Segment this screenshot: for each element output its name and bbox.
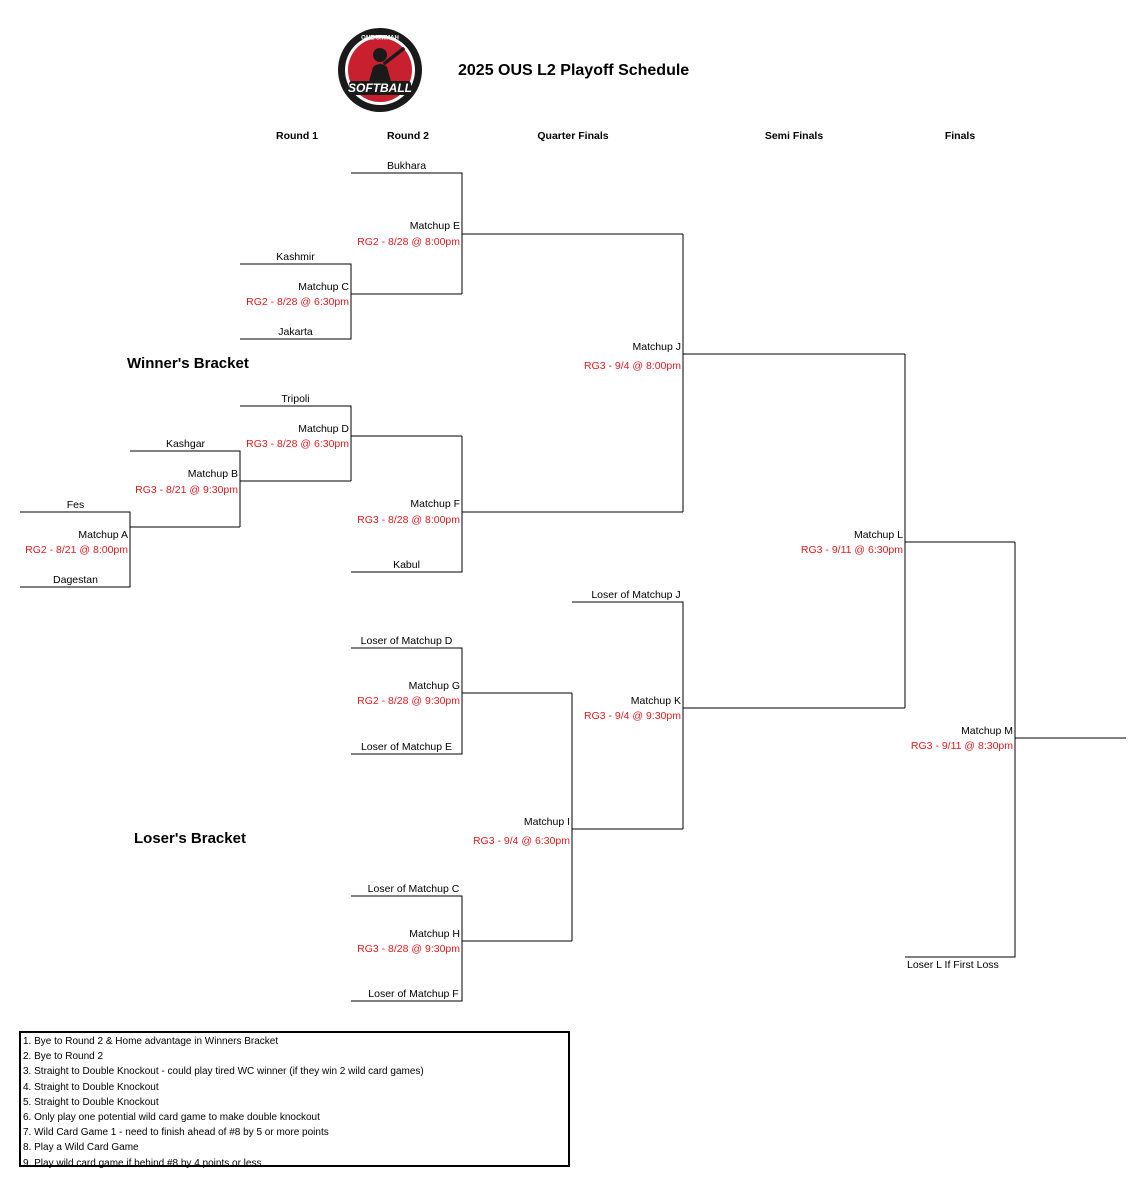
header-round-2: Round 2 [387,130,429,142]
logo-top-text: ONE UMMAH [361,36,399,42]
matchup-l-name: Matchup L [853,529,903,541]
matchup-b-name: Matchup B [187,468,238,480]
matchup-e-name: Matchup E [409,220,460,232]
matchup-k-time: RG3 - 9/4 @ 9:30pm [583,710,681,722]
line-matchup-e [351,172,683,294]
matchup-j-time: RG3 - 9/4 @ 8:00pm [583,360,681,372]
line-matchup-c [240,263,462,340]
matchup-l-time: RG3 - 9/11 @ 6:30pm [800,544,903,556]
note-7: 7. Wild Card Game 1 - need to finish ahe… [23,1127,329,1139]
note-4: 4. Straight to Double Knockout [23,1081,159,1093]
matchup-m-time: RG3 - 9/11 @ 8:30pm [910,740,1013,752]
line-matchup-a [20,511,240,588]
line-matchup-h [351,895,572,1002]
matchup-h-time: RG3 - 8/28 @ 9:30pm [357,943,460,955]
matchup-f-time: RG3 - 8/28 @ 8:00pm [357,514,460,526]
line-matchup-l [904,354,1015,708]
team-loser-of-matchup-c: Loser of Matchup C [367,883,460,895]
team-loser-l-if-first-loss: Loser L If First Loss [907,959,999,971]
note-8: 8. Play a Wild Card Game [23,1142,139,1154]
winners-bracket-label: Winner's Bracket [127,355,249,372]
header-finals: Finals [944,130,976,142]
matchup-m-name: Matchup M [961,725,1013,737]
matchup-g-time: RG2 - 8/28 @ 9:30pm [357,695,460,707]
softball-logo: SOFTBALL ONE UMMAH [338,28,422,112]
header-semi-finals: Semi Finals [764,130,824,142]
matchup-i-name: Matchup I [523,816,570,828]
matchup-h-name: Matchup H [409,928,460,940]
matchup-g-name: Matchup G [408,680,460,692]
team-loser-of-matchup-f: Loser of Matchup F [368,988,459,1000]
matchup-i-time: RG3 - 9/4 @ 6:30pm [472,835,570,847]
matchup-a-time: RG2 - 8/21 @ 8:00pm [25,544,128,556]
logo-main-text: SOFTBALL [348,81,412,95]
matchup-j-name: Matchup J [632,341,681,353]
team-bukhara: Bukhara [386,160,427,172]
losers-bracket-label: Loser's Bracket [134,830,246,847]
matchup-d-time: RG3 - 8/28 @ 6:30pm [246,438,349,450]
matchup-a-name: Matchup A [78,529,128,541]
matchup-c-name: Matchup C [298,281,349,293]
team-loser-of-matchup-j: Loser of Matchup J [591,589,681,601]
line-matchup-i [571,693,683,941]
line-matchup-f [351,436,683,573]
line-matchup-b [130,450,351,527]
team-loser-of-matchup-e: Loser of Matchup E [360,741,453,753]
team-kabul: Kabul [393,559,420,571]
note-1: 1. Bye to Round 2 & Home advantage in Wi… [23,1036,279,1047]
team-fes: Fes [66,499,85,511]
matchup-e-time: RG2 - 8/28 @ 8:00pm [357,236,460,248]
team-dagestan: Dagestan [53,574,98,586]
team-loser-of-matchup-d: Loser of Matchup D [360,635,453,647]
matchup-f-name: Matchup F [410,498,460,510]
team-tripoli: Tripoli [281,393,310,405]
team-kashmir: Kashmir [276,251,315,263]
note-6: 6. Only play one potential wild card gam… [23,1112,320,1124]
line-matchup-d [240,405,462,481]
header-quarter-finals: Quarter Finals [537,130,609,142]
team-jakarta: Jakarta [278,326,313,338]
note-3: 3. Straight to Double Knockout - could p… [23,1066,424,1078]
header-round-1: Round 1 [276,130,318,142]
line-matchup-j [682,234,905,512]
note-2: 2. Bye to Round 2 [23,1051,104,1063]
line-matchup-g [351,647,572,755]
matchup-c-time: RG2 - 8/28 @ 6:30pm [246,296,349,308]
matchup-d-name: Matchup D [298,423,349,435]
page-title: 2025 OUS L2 Playoff Schedule [458,62,690,79]
line-matchup-m [905,542,1126,958]
team-kashgar: Kashgar [165,438,206,450]
line-matchup-k [572,601,905,829]
matchup-k-name: Matchup K [630,695,681,707]
notes-box: 1. Bye to Round 2 & Home advantage in Wi… [19,1031,570,1169]
matchup-b-time: RG3 - 8/21 @ 9:30pm [135,484,238,496]
note-5: 5. Straight to Double Knockout [23,1096,159,1108]
note-9: 9. Play wild card game if behind #8 by 4… [23,1157,262,1169]
